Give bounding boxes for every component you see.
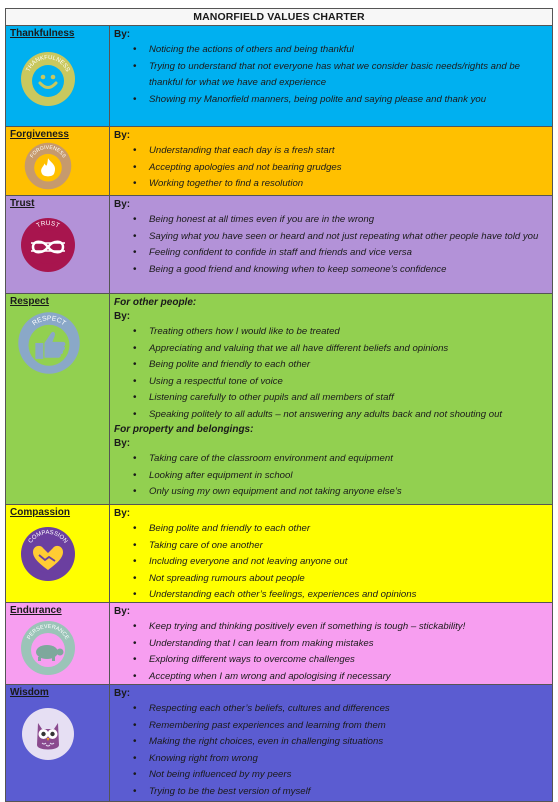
behaviour-list: Keep trying and thinking positively even… xyxy=(114,619,548,685)
behaviour-list: Taking care of the classroom environment… xyxy=(114,451,548,501)
behaviours-cell: By: Keep trying and thinking positively … xyxy=(110,603,552,685)
value-cell: Thankfulness THANKFULNESS xyxy=(6,26,110,126)
behaviours-cell: By: Understanding that each day is a fre… xyxy=(110,127,552,195)
by-label: By: xyxy=(114,508,131,519)
list-item: Exploring different ways to overcome cha… xyxy=(114,652,548,669)
list-item: Keep trying and thinking positively even… xyxy=(114,619,548,636)
list-item: Showing my Manorfield manners, being pol… xyxy=(114,92,548,109)
by-label: By: xyxy=(114,438,131,449)
by-label: By: xyxy=(114,311,131,322)
list-item: Understanding each other’s feelings, exp… xyxy=(114,587,548,604)
value-name: Compassion xyxy=(10,507,71,518)
list-item: Trying to understand that not everyone h… xyxy=(114,59,548,92)
list-item: Making the right choices, even in challe… xyxy=(114,734,548,751)
list-item: Only using my own equipment and not taki… xyxy=(114,484,548,501)
by-label: By: xyxy=(114,688,131,699)
behaviour-list: Treating others how I would like to be t… xyxy=(114,324,548,423)
value-cell: Trust TRUST xyxy=(6,196,110,293)
by-label: By: xyxy=(114,606,131,617)
behaviours-cell: By: Noticing the actions of others and b… xyxy=(110,26,552,126)
list-item: Trying to be the best version of myself xyxy=(114,784,548,801)
behaviours-cell: For other people: By: Treating others ho… xyxy=(110,294,552,504)
value-cell: Respect RESPECT xyxy=(6,294,110,504)
behaviours-cell: By: Respecting each other’s beliefs, cul… xyxy=(110,685,552,801)
knot-icon: TRUST xyxy=(19,216,77,274)
list-item: Saying what you have seen or heard and n… xyxy=(114,229,548,246)
list-item: Knowing right from wrong xyxy=(114,751,548,768)
list-item: Working together to find a resolution xyxy=(114,176,548,193)
smiley-face-icon: THANKFULNESS xyxy=(19,50,77,108)
list-item: Taking care of one another xyxy=(114,538,548,555)
row-wisdom: Wisdom By: Respecting each other’s belie… xyxy=(6,685,552,801)
list-item: Remembering past experiences and learnin… xyxy=(114,718,548,735)
charter-title: MANORFIELD VALUES CHARTER xyxy=(6,9,552,26)
value-cell: Compassion COMPASSION xyxy=(6,505,110,602)
by-label: By: xyxy=(114,130,131,141)
value-name: Thankfulness xyxy=(10,28,75,39)
by-label: By: xyxy=(114,199,131,210)
value-name: Forgiveness xyxy=(10,129,69,140)
list-item: Noticing the actions of others and being… xyxy=(114,42,548,59)
list-item: Understanding that I can learn from maki… xyxy=(114,636,548,653)
behaviour-list: Being polite and friendly to each other … xyxy=(114,521,548,604)
value-name: Trust xyxy=(10,198,35,209)
list-item: Not being influenced by my peers xyxy=(114,767,548,784)
section-subheading: For other people: xyxy=(114,297,197,308)
row-respect: Respect RESPECT For other people: By: Tr… xyxy=(6,294,552,505)
value-cell: Wisdom xyxy=(6,685,110,801)
by-label: By: xyxy=(114,29,131,40)
owl-icon xyxy=(19,705,77,763)
value-name: Wisdom xyxy=(10,687,49,698)
behaviour-list: Noticing the actions of others and being… xyxy=(114,42,548,108)
value-cell: Forgiveness FORGIVENESS xyxy=(6,127,110,195)
section-subheading: For property and belongings: xyxy=(114,424,254,435)
list-item: Not spreading rumours about people xyxy=(114,571,548,588)
row-compassion: Compassion COMPASSION By: Being polite a… xyxy=(6,505,552,603)
row-trust: Trust TRUST By: Being honest at all time… xyxy=(6,196,552,294)
list-item: Appreciating and valuing that we all hav… xyxy=(114,341,548,358)
list-item: Understanding that each day is a fresh s… xyxy=(114,143,548,160)
value-name: Respect xyxy=(10,296,49,307)
value-name: Endurance xyxy=(10,605,62,616)
list-item: Accepting when I am wrong and apologisin… xyxy=(114,669,548,686)
list-item: Being honest at all times even if you ar… xyxy=(114,212,548,229)
list-item: Respecting each other’s beliefs, culture… xyxy=(114,701,548,718)
behaviour-list: Respecting each other’s beliefs, culture… xyxy=(114,701,548,800)
list-item: Listening carefully to other pupils and … xyxy=(114,390,548,407)
behaviour-list: Being honest at all times even if you ar… xyxy=(114,212,548,278)
thumbs-up-icon: RESPECT xyxy=(16,310,82,376)
list-item: Treating others how I would like to be t… xyxy=(114,324,548,341)
list-item: Taking care of the classroom environment… xyxy=(114,451,548,468)
tortoise-icon: PERSEVERANCE xyxy=(19,619,77,677)
list-item: Speaking politely to all adults – not an… xyxy=(114,407,548,424)
row-thankfulness: Thankfulness THANKFULNESS By: Noticing t… xyxy=(6,26,552,127)
list-item: Accepting apologies and not bearing grud… xyxy=(114,160,548,177)
heart-handshake-icon: COMPASSION xyxy=(19,525,77,583)
value-cell: Endurance PERSEVERANCE xyxy=(6,603,110,684)
list-item: Being polite and friendly to each other xyxy=(114,521,548,538)
list-item: Using a respectful tone of voice xyxy=(114,374,548,391)
behaviours-cell: By: Being polite and friendly to each ot… xyxy=(110,505,552,604)
list-item: Including everyone and not leaving anyon… xyxy=(114,554,548,571)
row-forgiveness: Forgiveness FORGIVENESS By: Understandin… xyxy=(6,127,552,196)
behaviour-list: Understanding that each day is a fresh s… xyxy=(114,143,548,193)
behaviours-cell: By: Being honest at all times even if yo… xyxy=(110,196,552,293)
values-charter-table: MANORFIELD VALUES CHARTER Thankfulness T… xyxy=(5,8,553,802)
list-item: Feeling confident to confide in staff an… xyxy=(114,245,548,262)
list-item: Looking after equipment in school xyxy=(114,468,548,485)
row-endurance: Endurance PERSEVERANCE By: Keep trying a… xyxy=(6,603,552,685)
list-item: Being a good friend and knowing when to … xyxy=(114,262,548,279)
list-item: Being polite and friendly to each other xyxy=(114,357,548,374)
svg-text:TRUST: TRUST xyxy=(35,220,60,230)
flame-icon: FORGIVENESS xyxy=(23,141,73,191)
